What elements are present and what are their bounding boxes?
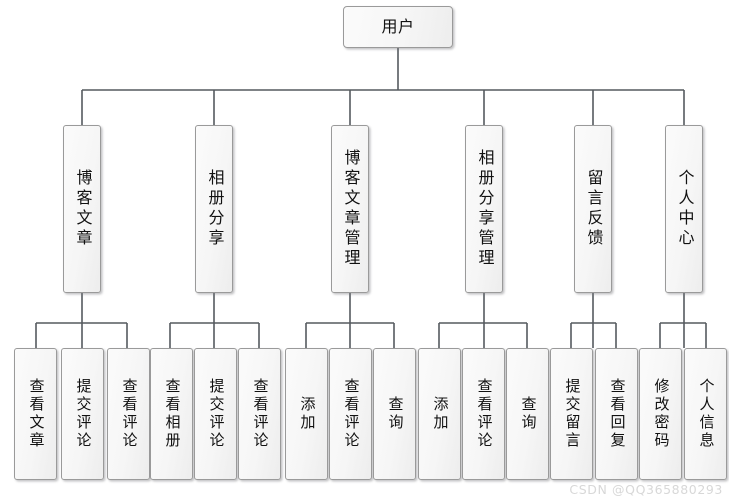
node-branch-3-label: 博客文章管理 <box>341 149 361 269</box>
node-leaf-9[interactable]: 查询 <box>373 348 416 480</box>
node-leaf-3-label: 查看评论 <box>120 378 139 450</box>
node-branch-6-label: 个人中心 <box>675 169 695 249</box>
node-leaf-12[interactable]: 查询 <box>506 348 549 480</box>
node-leaf-15-label: 修改密码 <box>652 378 671 450</box>
node-leaf-7[interactable]: 添加 <box>285 348 328 480</box>
node-leaf-1-label: 查看文章 <box>27 378 46 450</box>
node-leaf-14-label: 查看回复 <box>608 378 627 450</box>
node-leaf-5[interactable]: 提交评论 <box>194 348 237 480</box>
node-leaf-12-label: 查询 <box>519 396 538 432</box>
node-branch-2-label: 相册分享 <box>205 169 225 249</box>
node-leaf-10-label: 添加 <box>431 396 450 432</box>
node-leaf-4-label: 查看相册 <box>163 378 182 450</box>
node-root-label: 用户 <box>381 16 415 36</box>
watermark: CSDN @QQ365880293 <box>569 482 723 497</box>
node-branch-4[interactable]: 相册分享管理 <box>465 125 503 293</box>
node-leaf-9-label: 查询 <box>386 396 405 432</box>
node-branch-6[interactable]: 个人中心 <box>665 125 703 293</box>
node-leaf-13-label: 提交留言 <box>563 378 582 450</box>
node-branch-4-label: 相册分享管理 <box>475 149 495 269</box>
node-leaf-6[interactable]: 查看评论 <box>238 348 281 480</box>
node-leaf-11-label: 查看评论 <box>475 378 494 450</box>
node-leaf-7-label: 添加 <box>298 396 317 432</box>
node-leaf-16-label: 个人信息 <box>697 378 716 450</box>
node-leaf-11[interactable]: 查看评论 <box>462 348 505 480</box>
node-branch-1[interactable]: 博客文章 <box>63 125 101 293</box>
node-leaf-13[interactable]: 提交留言 <box>550 348 593 480</box>
node-leaf-1[interactable]: 查看文章 <box>14 348 57 480</box>
node-leaf-3[interactable]: 查看评论 <box>107 348 150 480</box>
node-branch-3[interactable]: 博客文章管理 <box>331 125 369 293</box>
node-branch-5-label: 留言反馈 <box>584 169 604 249</box>
node-leaf-6-label: 查看评论 <box>251 378 270 450</box>
node-leaf-4[interactable]: 查看相册 <box>150 348 193 480</box>
node-leaf-15[interactable]: 修改密码 <box>639 348 682 480</box>
node-branch-5[interactable]: 留言反馈 <box>574 125 612 293</box>
node-leaf-8-label: 查看评论 <box>342 378 361 450</box>
node-leaf-5-label: 提交评论 <box>207 378 226 450</box>
node-leaf-2[interactable]: 提交评论 <box>61 348 104 480</box>
node-leaf-14[interactable]: 查看回复 <box>595 348 638 480</box>
node-leaf-10[interactable]: 添加 <box>418 348 461 480</box>
node-leaf-16[interactable]: 个人信息 <box>684 348 727 480</box>
node-leaf-2-label: 提交评论 <box>74 378 93 450</box>
node-branch-2[interactable]: 相册分享 <box>195 125 233 293</box>
node-branch-1-label: 博客文章 <box>73 169 93 249</box>
node-leaf-8[interactable]: 查看评论 <box>329 348 372 480</box>
node-root[interactable]: 用户 <box>343 6 453 48</box>
